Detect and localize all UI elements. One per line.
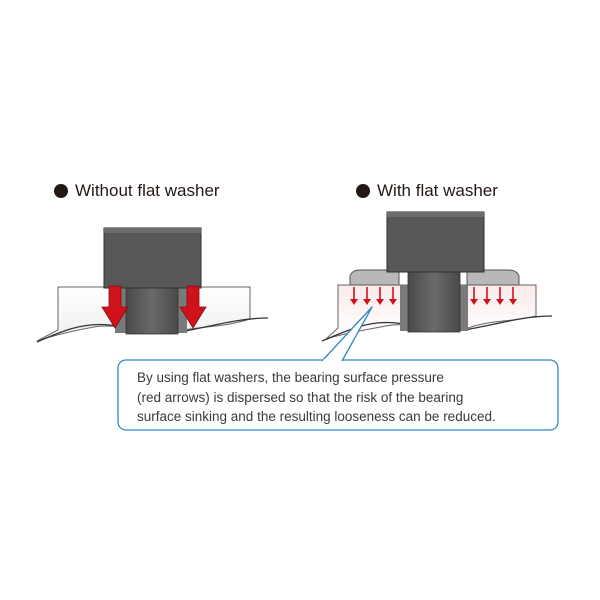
callout-line: (red arrows) is dispersed so that the ri… <box>137 389 464 405</box>
left-pressure-arrow <box>179 285 207 329</box>
bullet-icon <box>356 184 370 198</box>
heading-with-washer: With flat washer <box>356 181 498 201</box>
right-bolt-head <box>386 211 485 273</box>
left-assembly <box>36 227 269 343</box>
callout <box>117 306 559 431</box>
callout-pointer <box>321 306 373 362</box>
right-pressure-arrow <box>376 287 384 305</box>
right-pressure-arrow <box>496 287 504 305</box>
right-pressure-arrows <box>350 287 517 305</box>
right-washer-left <box>349 269 400 286</box>
right-bolt-head-top <box>387 212 484 217</box>
left-bolt-head-top <box>104 228 201 233</box>
left-bolt-head <box>103 227 202 289</box>
right-pressure-arrow <box>350 287 358 305</box>
right-pressure-arrow <box>509 287 517 305</box>
callout-line: surface sinking and the resulting loosen… <box>137 409 496 424</box>
right-pressure-arrow <box>363 287 371 305</box>
left-pressure-arrow <box>101 285 129 329</box>
right-pressure-arrow <box>483 287 491 305</box>
right-bolt-shank <box>407 269 461 333</box>
heading-without-washer-label: Without flat washer <box>75 181 220 200</box>
left-pressure-arrows <box>101 285 207 329</box>
right-assembly <box>321 211 553 342</box>
right-pressure-arrow <box>389 287 397 305</box>
right-washer-right <box>466 269 520 286</box>
callout-line: By using flat washers, the bearing surfa… <box>137 370 444 385</box>
bullet-icon <box>54 184 68 198</box>
right-pressure-arrow <box>470 287 478 305</box>
left-bolt-shank <box>125 285 179 335</box>
heading-with-washer-label: With flat washer <box>377 181 498 200</box>
heading-without-washer: Without flat washer <box>54 181 220 201</box>
callout-text: By using flat washers, the bearing surfa… <box>137 368 542 427</box>
